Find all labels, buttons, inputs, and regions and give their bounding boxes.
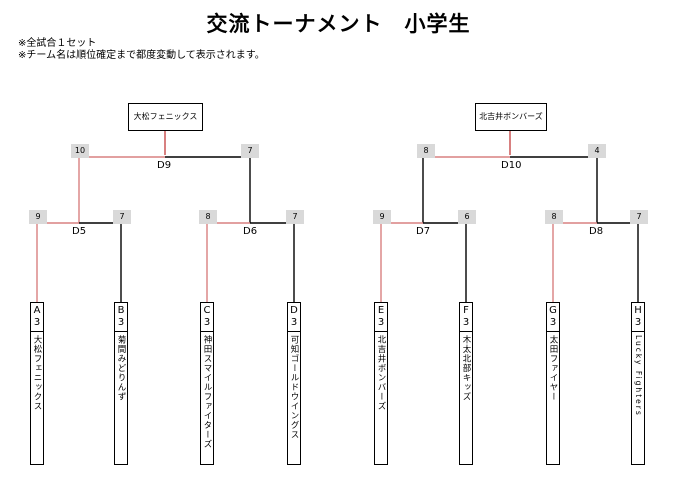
team-rank: 3 [117, 317, 125, 328]
divider [31, 331, 43, 332]
divider [460, 331, 472, 332]
score-d9-left: 10 [71, 144, 89, 158]
score-d7-right: 6 [458, 210, 476, 224]
team-name: 菊間みどりんず [116, 335, 126, 402]
score-d5-left: 9 [29, 210, 47, 224]
team-name: Lucky Fighters [634, 335, 643, 417]
team-rank: 3 [33, 317, 41, 328]
note-sets: ※全試合１セット [18, 38, 97, 49]
score-d7-left: 9 [373, 210, 391, 224]
score-d9-right: 7 [241, 144, 259, 158]
team-rank: 3 [203, 317, 211, 328]
team-seed: C [203, 305, 211, 316]
team-seed: D [290, 305, 298, 316]
team-box-b: B 3 菊間みどりんず [114, 302, 128, 465]
note-team-names: ※チーム名は順位確定まで都度変動して表示されます。 [18, 50, 265, 61]
team-box-c: C 3 神田スマイルファイターズ [200, 302, 214, 465]
team-rank: 3 [290, 317, 298, 328]
match-label-d7: D7 [416, 226, 431, 237]
team-box-f: F 3 木太北部キッズ [459, 302, 473, 465]
team-rank: 3 [377, 317, 385, 328]
match-label-d9: D9 [157, 160, 172, 171]
team-seed: G [549, 305, 557, 316]
team-box-h: H 3 Lucky Fighters [631, 302, 645, 465]
page-title: 交流トーナメント 小学生 [206, 12, 471, 36]
team-seed: H [634, 305, 642, 316]
divider [547, 331, 559, 332]
team-box-d: D 3 可知ゴールドウイングス [287, 302, 301, 465]
score-d10-right: 4 [588, 144, 606, 158]
team-name: 太田ファイヤー [548, 335, 558, 402]
divider [375, 331, 387, 332]
team-box-e: E 3 北吉井ボンバーズ [374, 302, 388, 465]
team-name: 可知ゴールドウイングス [289, 335, 299, 440]
team-rank: 3 [549, 317, 557, 328]
team-box-a: A 3 大松フェニックス [30, 302, 44, 465]
match-label-d6: D6 [243, 226, 258, 237]
champion-box-left: 大松フェニックス [128, 103, 203, 131]
team-name: 大松フェニックス [32, 335, 42, 411]
team-name: 神田スマイルファイターズ [202, 335, 212, 449]
divider [115, 331, 127, 332]
team-seed: E [377, 305, 385, 316]
match-label-d10: D10 [501, 160, 522, 171]
team-box-g: G 3 太田ファイヤー [546, 302, 560, 465]
score-d6-right: 7 [286, 210, 304, 224]
champion-box-right: 北吉井ボンバーズ [475, 103, 547, 131]
score-d6-left: 8 [199, 210, 217, 224]
divider [288, 331, 300, 332]
divider [632, 331, 644, 332]
score-d10-left: 8 [417, 144, 435, 158]
team-rank: 3 [634, 317, 642, 328]
team-name: 木太北部キッズ [461, 335, 471, 402]
match-label-d5: D5 [72, 226, 87, 237]
match-label-d8: D8 [589, 226, 604, 237]
score-d8-left: 8 [545, 210, 563, 224]
score-d5-right: 7 [113, 210, 131, 224]
team-seed: A [33, 305, 41, 316]
score-d8-right: 7 [630, 210, 648, 224]
team-seed: F [463, 305, 469, 316]
team-name: 北吉井ボンバーズ [376, 335, 386, 411]
team-rank: 3 [462, 317, 470, 328]
divider [201, 331, 213, 332]
team-seed: B [117, 305, 125, 316]
